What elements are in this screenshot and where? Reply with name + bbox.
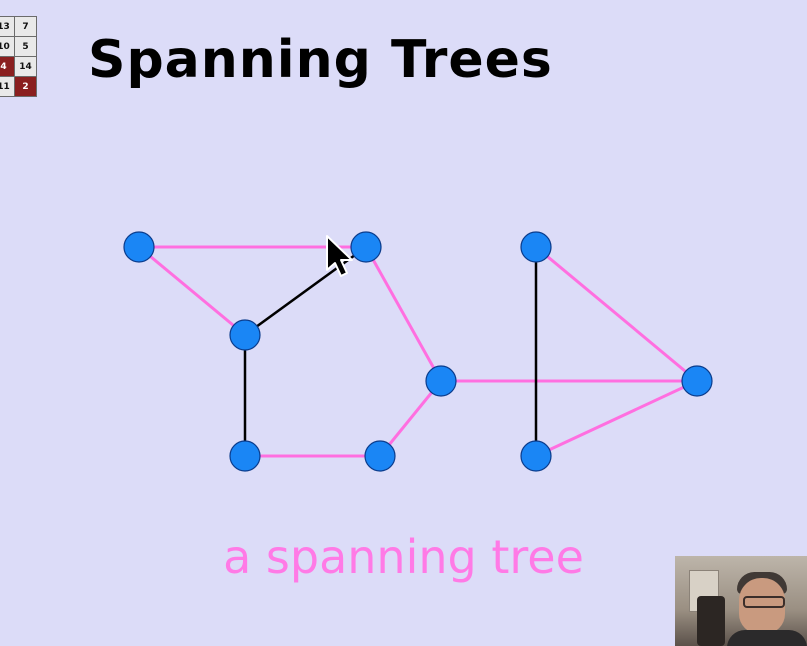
arrow-cursor-icon [326, 235, 353, 277]
tree-edge [138, 245, 246, 337]
graph-node [520, 231, 552, 263]
tree-edge [364, 246, 443, 382]
logo-cell: 7 [15, 17, 36, 36]
graph-node [229, 440, 261, 472]
graph-node [364, 440, 396, 472]
tree-edge [535, 245, 698, 383]
graph-node [520, 440, 552, 472]
tree-edge [378, 380, 443, 457]
graph-node [229, 319, 261, 351]
logo-cell: 10 [0, 37, 14, 56]
graph-node [350, 231, 382, 263]
logo-cell: 13 [0, 17, 14, 36]
logo-cell: 2 [15, 77, 36, 96]
graph-node [123, 231, 155, 263]
non-tree-edge [244, 245, 367, 337]
presenter-video-icon [675, 556, 807, 646]
tree-edge [535, 379, 698, 458]
graph-edges [138, 245, 698, 458]
graph-nodes [123, 231, 713, 472]
slide-title: Spanning Trees [88, 30, 553, 90]
graph-node [681, 365, 713, 397]
slide-caption: a spanning tree [223, 530, 584, 584]
graph-node [425, 365, 457, 397]
logo-cell: 4 [0, 57, 14, 76]
logo-cell: 11 [0, 77, 14, 96]
logo-cell: 5 [15, 37, 36, 56]
logo-cell: 14 [15, 57, 36, 76]
